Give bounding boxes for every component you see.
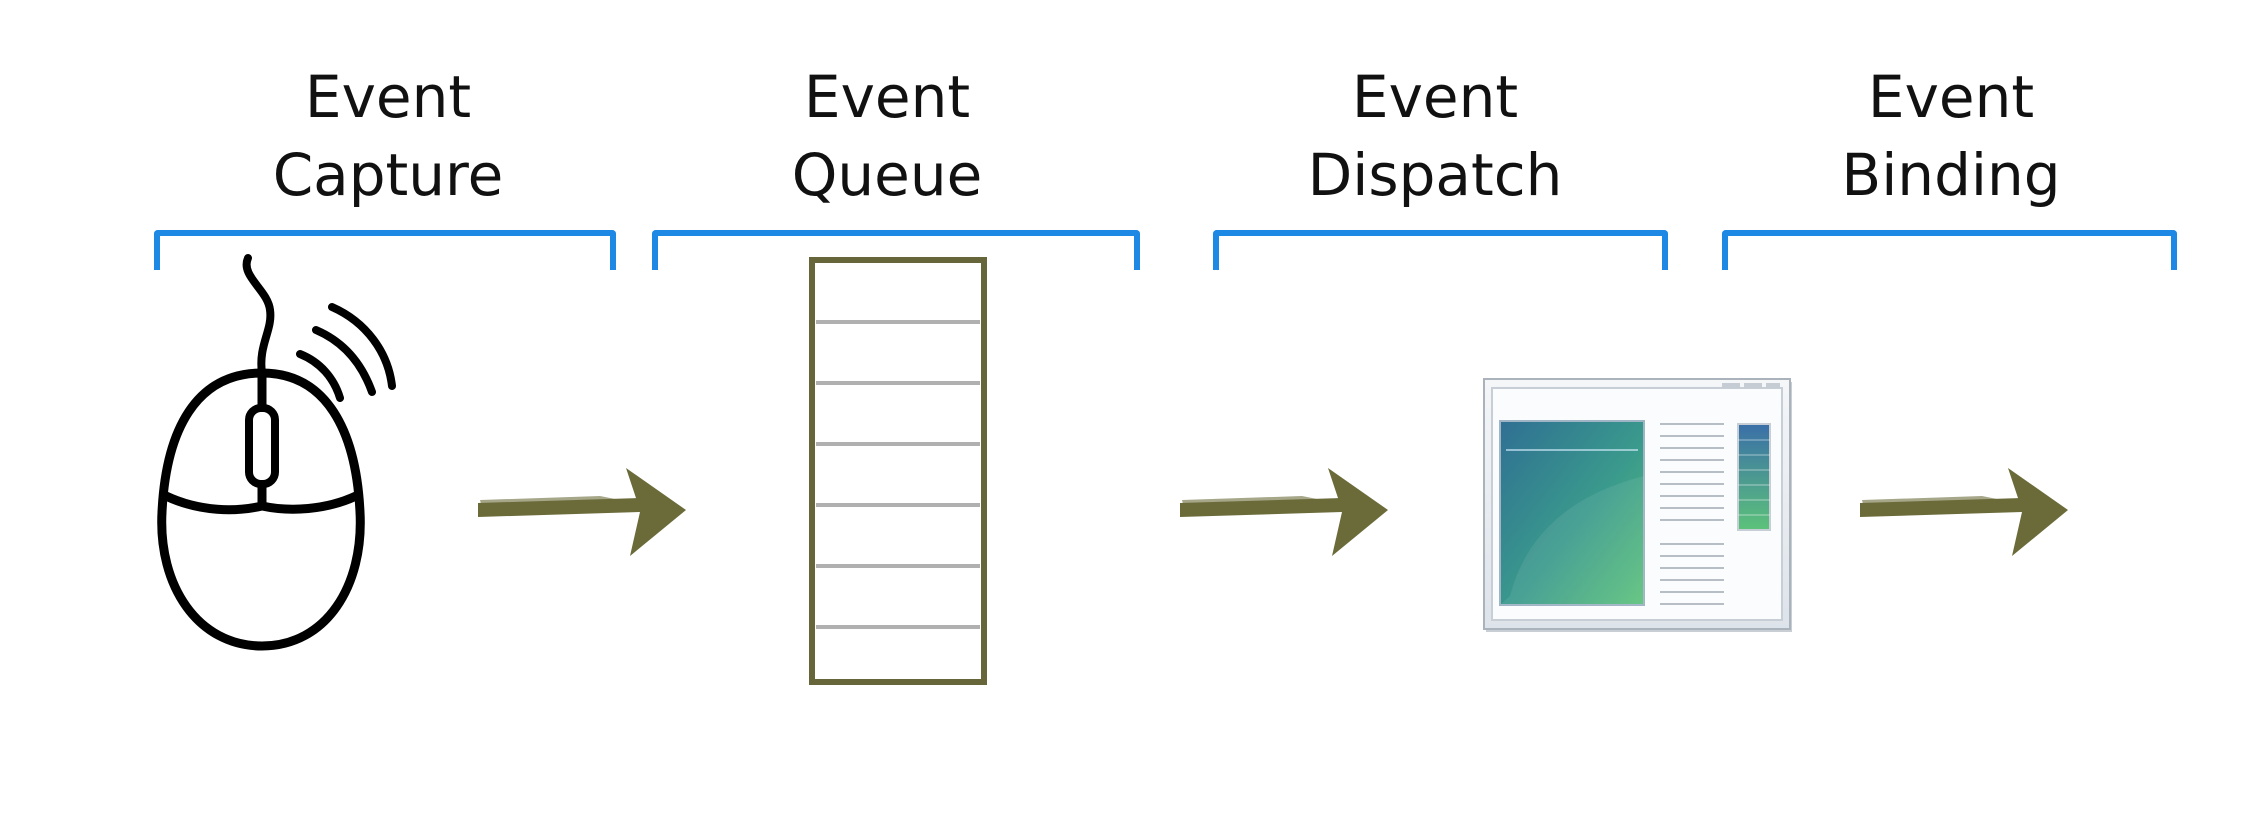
arrow-capture-to-queue [478, 468, 686, 556]
stage-dispatch-line2: Dispatch [1307, 141, 1563, 209]
bracket-queue [652, 230, 1140, 270]
arrow-dispatch-to-binding [1860, 468, 2068, 556]
stage-label-queue: Event Queue [657, 58, 1117, 214]
window-controls-icon [1722, 383, 1780, 388]
stage-label-binding: Event Binding [1721, 58, 2181, 214]
queue-icon [809, 257, 987, 685]
stage-capture-line1: Event [304, 63, 472, 131]
stage-binding-line1: Event [1867, 63, 2035, 131]
bracket-binding [1722, 230, 2177, 270]
arrow-queue-to-dispatch [1180, 468, 1388, 556]
stage-binding-line2: Binding [1841, 141, 2061, 209]
stage-capture-line2: Capture [272, 141, 504, 209]
stage-dispatch-line1: Event [1351, 63, 1519, 131]
bracket-capture [154, 230, 616, 270]
mouse-icon [157, 254, 396, 651]
stage-label-dispatch: Event Dispatch [1205, 58, 1665, 214]
app-window-icon [1483, 378, 1792, 632]
queue-slots [816, 320, 980, 629]
stage-label-capture: Event Capture [158, 58, 618, 214]
bracket-dispatch [1213, 230, 1668, 270]
stage-queue-line1: Event [803, 63, 971, 131]
text-lines [1660, 423, 1724, 605]
stage-queue-line2: Queue [791, 141, 983, 209]
